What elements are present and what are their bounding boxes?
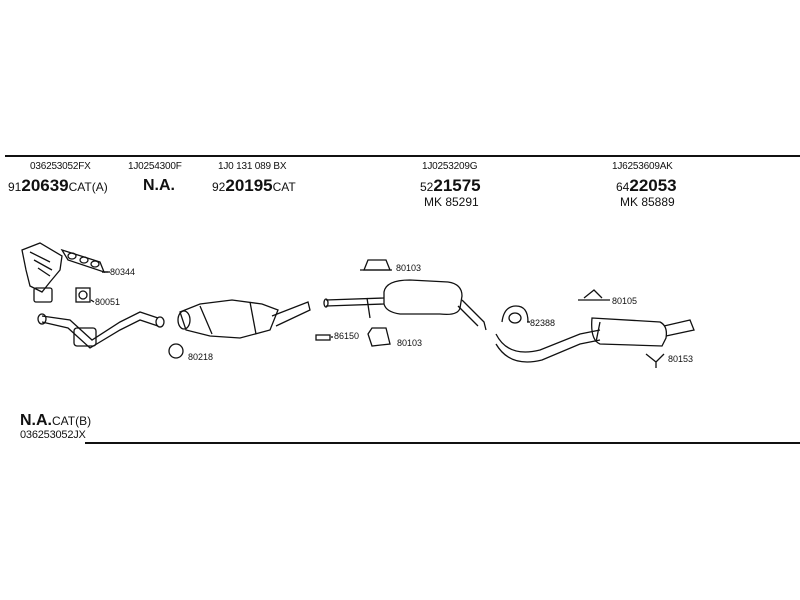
mk-rear-silencer: MK 85889 (620, 195, 675, 209)
code-catalyst-a: 9120639CAT(A) (8, 176, 108, 195)
callout-80103-top: 80103 (396, 263, 421, 273)
callout-80103-bottom: 80103 (397, 338, 422, 348)
footer-na-label: N.A.CAT(B) (20, 412, 92, 429)
callout-80105: 80105 (612, 296, 637, 306)
hanger-80103-top-drawing (360, 259, 392, 271)
na-heat-shield: N.A. (143, 177, 175, 194)
callout-80153: 80153 (668, 354, 693, 364)
part-number-catalyst-a: 036253052FX (30, 161, 91, 172)
callout-82388: 82388 (530, 318, 555, 328)
callout-80218: 80218 (188, 352, 213, 362)
o-ring-80218-drawing (168, 343, 184, 359)
rear-silencer-drawing (495, 317, 695, 363)
part-number-heat-shield: 1J0254300F (128, 161, 182, 172)
callout-86150: 86150 (334, 331, 359, 341)
footer-part-number: 036253052JX (20, 429, 86, 441)
callout-80051: 80051 (95, 297, 120, 307)
clamp-82388-drawing (501, 305, 529, 324)
part-number-middle-silencer: 1J0253209G (422, 161, 478, 172)
hanger-80105-drawing (578, 289, 610, 301)
middle-silencer-drawing (323, 279, 487, 331)
code-middle-silencer: 5221575 (420, 176, 481, 195)
exhaust-manifold-drawing (21, 242, 63, 303)
part-number-rear-silencer: 1J6253609AK (612, 161, 673, 172)
front-pipe-drawing (37, 311, 165, 349)
manifold-gasket-drawing (60, 248, 106, 274)
part-number-front-catalyst: 1J0 131 089 BX (218, 161, 287, 172)
catalytic-converter-drawing (177, 299, 311, 339)
top-divider-line (5, 155, 800, 157)
bracket-80153-drawing (645, 353, 665, 368)
hanger-80103-bottom-drawing (367, 327, 391, 347)
flange-gasket-drawing (75, 287, 91, 303)
clamp-86150-drawing (315, 334, 331, 341)
code-front-catalyst: 9220195CAT (212, 176, 296, 195)
bottom-divider-line (85, 442, 800, 444)
code-rear-silencer: 6422053 (616, 176, 677, 195)
mk-middle-silencer: MK 85291 (424, 195, 479, 209)
callout-80344: 80344 (110, 267, 135, 277)
